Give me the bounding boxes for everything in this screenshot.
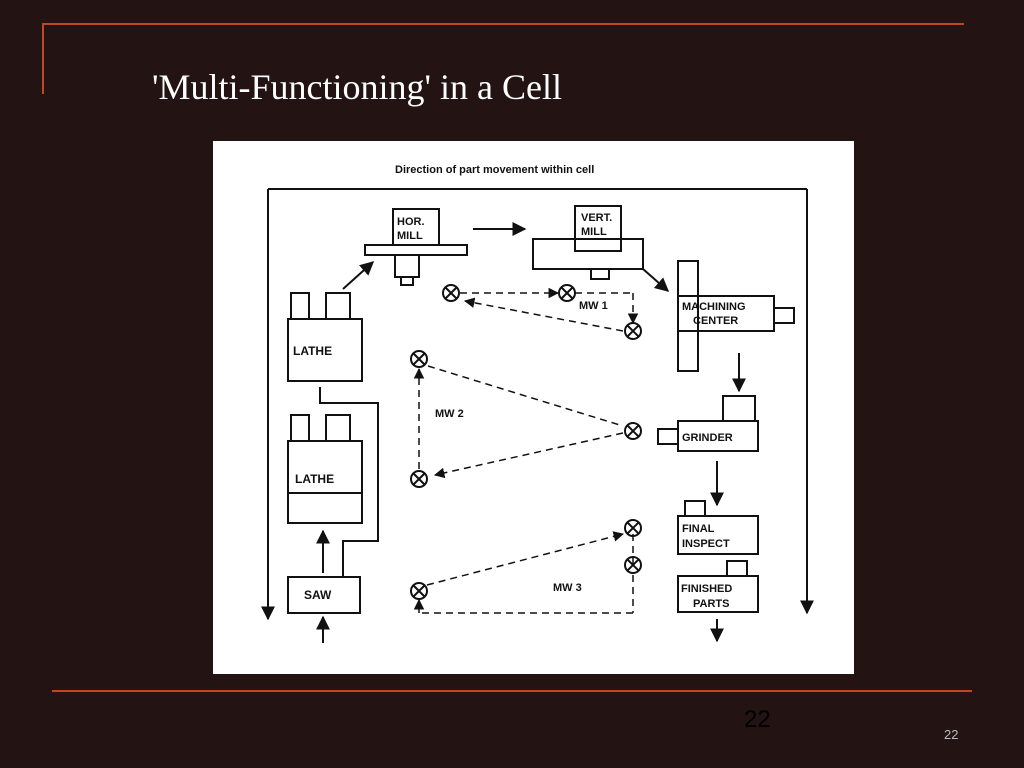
final-inspect-label-2: INSPECT xyxy=(682,538,730,550)
lathe-top-label: LATHE xyxy=(293,344,332,358)
machining-center-label-2: CENTER xyxy=(693,315,738,327)
hor-mill-machine: HOR. MILL xyxy=(364,208,468,286)
mw1-label: MW 1 xyxy=(579,300,608,312)
vert-mill-label-1: VERT. xyxy=(581,212,612,224)
diagram-caption: Direction of part movement within cell xyxy=(395,164,594,176)
diagram-svg: Direction of part movement within cell H… xyxy=(261,164,814,643)
left-vertical-rule xyxy=(42,23,44,94)
finished-parts-label-2: PARTS xyxy=(693,598,729,610)
machining-center-label-1: MACHINING xyxy=(682,301,746,313)
cell-layout-diagram: Direction of part movement within cell H… xyxy=(213,141,854,674)
saw-label: SAW xyxy=(304,588,332,602)
flow-arrow-lathe-to-hor-mill xyxy=(342,261,375,290)
top-horizontal-rule xyxy=(42,23,964,25)
bottom-horizontal-rule xyxy=(52,690,972,692)
worker-paths xyxy=(413,287,639,614)
machining-center-machine: MACHINING CENTER xyxy=(677,260,795,372)
slide-number-large: 22 xyxy=(744,706,771,733)
slide-title: 'Multi-Functioning' in a Cell xyxy=(152,67,562,107)
saw-machine: SAW xyxy=(287,576,361,614)
grinder-machine: GRINDER xyxy=(657,395,759,452)
final-inspect-station: FINAL INSPECT xyxy=(677,500,759,555)
flow-arrow-vert-mill-to-center xyxy=(642,268,670,292)
hor-mill-label-2: MILL xyxy=(397,230,423,242)
vert-mill-label-2: MILL xyxy=(581,226,607,238)
finished-parts-label-1: FINISHED xyxy=(681,583,732,595)
mw2-path-a xyxy=(427,365,624,427)
lathe-top-machine: LATHE xyxy=(287,292,363,382)
mw1-path-d xyxy=(463,297,624,332)
slide-number-small: 22 xyxy=(944,727,959,742)
flow-path-saw-lathe-top xyxy=(319,387,379,577)
mw3-path-a xyxy=(426,531,625,586)
grinder-label: GRINDER xyxy=(682,432,733,444)
mw2-path-b xyxy=(433,432,624,479)
mw2-label: MW 2 xyxy=(435,408,464,420)
mw1-position-markers xyxy=(442,284,642,340)
vert-mill-machine: VERT. MILL xyxy=(532,205,644,280)
final-inspect-label-1: FINAL xyxy=(682,523,715,535)
hor-mill-label-1: HOR. xyxy=(397,216,425,228)
lathe-bottom-machine: LATHE xyxy=(287,414,363,524)
lathe-bottom-label: LATHE xyxy=(295,472,334,486)
finished-parts-station: FINISHED PARTS xyxy=(677,560,759,613)
mw3-label: MW 3 xyxy=(553,582,582,594)
mw2-position-markers xyxy=(410,350,642,488)
mw3-position-markers xyxy=(410,519,642,600)
